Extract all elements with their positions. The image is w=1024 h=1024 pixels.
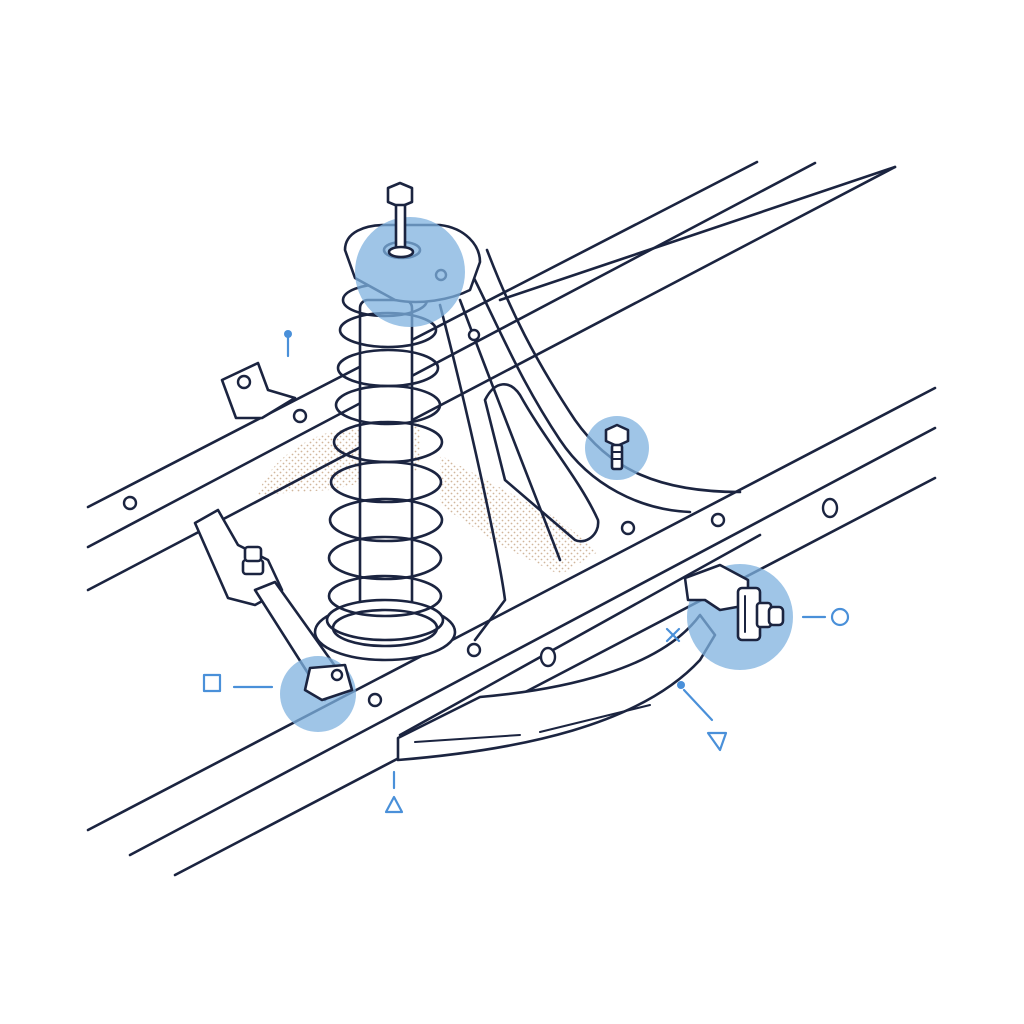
lower-control-arm — [396, 613, 717, 762]
triangle-marker-icon — [677, 681, 728, 752]
frame-hole — [821, 497, 839, 519]
circle-marker-icon — [801, 607, 850, 627]
frame-hole — [122, 495, 138, 511]
frame-hole — [539, 646, 557, 668]
triangle-marker-icon — [384, 770, 404, 814]
top-mount-stud — [386, 181, 415, 259]
frame-hole — [620, 520, 636, 536]
frame-hole — [292, 408, 308, 424]
square-marker-icon — [202, 673, 274, 693]
cross-marker-icon — [665, 627, 681, 643]
upper-control-arm — [438, 248, 742, 642]
rear-mount-bracket — [220, 361, 297, 420]
frame-hole — [710, 512, 726, 528]
pin-marker-icon — [284, 330, 292, 358]
highlight-top-mount — [355, 217, 465, 327]
front-frame-rail — [86, 386, 937, 877]
callout-markers — [202, 330, 850, 814]
bolt-icon — [604, 423, 630, 471]
bushing-bracket — [683, 563, 785, 642]
lower-ball-joint — [303, 663, 354, 702]
shading-texture — [258, 420, 598, 575]
frame-hole — [367, 692, 383, 708]
frame-hole — [466, 642, 482, 658]
